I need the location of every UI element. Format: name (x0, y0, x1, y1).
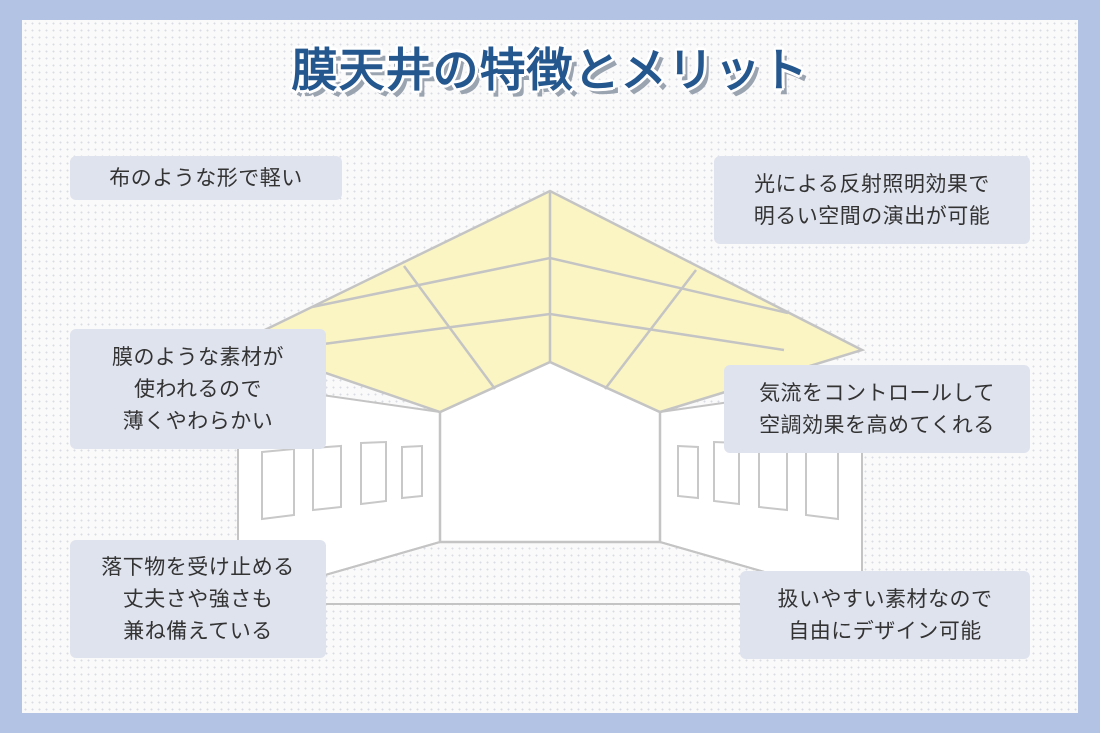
ceiling-line-2 (315, 312, 785, 352)
feature-label-light-reflection: 光による反射照明効果で 明るい空間の演出が可能 (714, 156, 1030, 244)
window-left-1 (261, 447, 295, 521)
feature-label-easy-design: 扱いやすい素材なので 自由にデザイン可能 (740, 571, 1030, 659)
feature-label-strong-durable: 落下物を受け止める 丈夫さや強さも 兼ね備えている (70, 540, 326, 658)
feature-label-airflow: 気流をコントロールして 空調効果を高めてくれる (724, 365, 1030, 453)
window-right-4 (805, 447, 839, 521)
window-left-3 (360, 440, 387, 506)
feature-label-light-fabric: 布のような形で軽い (70, 156, 342, 200)
window-left-2 (312, 444, 342, 512)
page-title: 膜天井の特徴とメリット (291, 43, 809, 97)
ceiling-line-4 (604, 269, 697, 390)
window-left-4 (401, 444, 423, 500)
ceiling-grid (311, 191, 789, 390)
window-right-1 (677, 444, 699, 500)
window-right-3 (758, 444, 788, 512)
ceiling-line-1 (311, 256, 789, 315)
feature-label-thin-soft: 膜のような素材が 使われるので 薄くやわらかい (70, 329, 326, 449)
ceiling-line-3 (402, 265, 497, 390)
